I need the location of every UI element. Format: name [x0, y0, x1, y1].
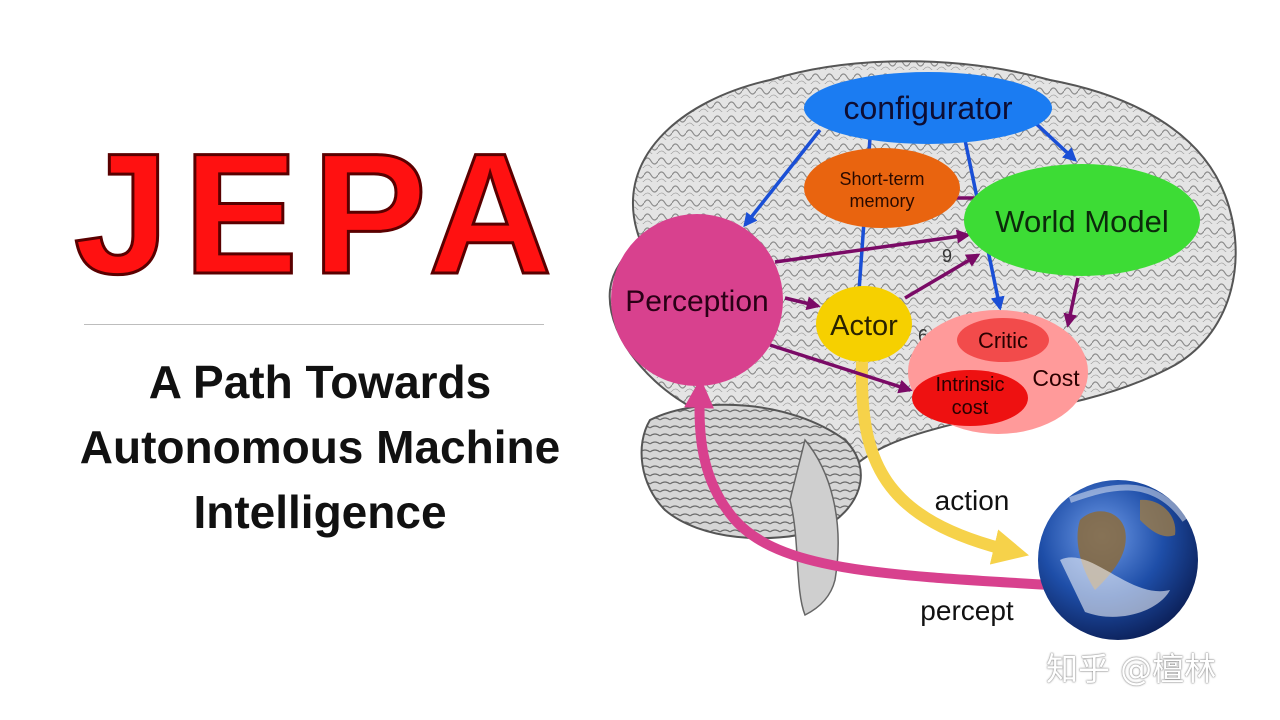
- short-term-memory-label-1: Short-term: [839, 169, 924, 189]
- intrinsic-cost-label-1: Intrinsic: [936, 374, 1005, 396]
- subtitle-line-3: Intelligence: [193, 486, 447, 538]
- title-divider: [84, 324, 544, 325]
- perception-label: Perception: [625, 285, 768, 318]
- short-term-memory-label-2: memory: [849, 191, 914, 211]
- brain-mark-9: 9: [942, 246, 952, 266]
- watermark: 知乎 @檀林: [1046, 650, 1217, 688]
- cost-label: Cost: [1032, 365, 1080, 391]
- intrinsic-cost-label-2: cost: [952, 397, 989, 419]
- actor-label: Actor: [830, 310, 898, 342]
- percept-label: percept: [920, 595, 1014, 626]
- world-model-label: World Model: [995, 204, 1168, 239]
- earth-globe-icon: [1038, 480, 1198, 640]
- percept-arrow: [684, 378, 1051, 590]
- subtitle-line-1: A Path Towards: [148, 356, 492, 408]
- jepa-title: JEPA: [72, 118, 567, 310]
- actor-node: Actor: [816, 286, 912, 362]
- cost-node: Critic Intrinsic cost Cost: [908, 310, 1088, 434]
- critic-label: Critic: [978, 328, 1028, 353]
- data-flow-arrows: [769, 191, 1080, 394]
- brain-mark-6: 6: [918, 326, 928, 346]
- subtitle: A Path Towards Autonomous Machine Intell…: [0, 350, 640, 545]
- title-panel: JEPA A Path Towards Autonomous Machine I…: [0, 118, 640, 545]
- configurator-node: configurator: [804, 72, 1052, 144]
- short-term-memory-node: Short-term memory: [804, 148, 960, 228]
- critic-node: [957, 318, 1049, 362]
- intrinsic-cost-node: [912, 370, 1028, 426]
- action-label: action: [935, 485, 1010, 516]
- subtitle-line-2: Autonomous Machine: [79, 421, 561, 473]
- world-model-node: World Model: [964, 164, 1200, 276]
- action-arrow: [855, 361, 1030, 565]
- configurator-label: configurator: [844, 90, 1013, 126]
- perception-node: Perception: [611, 214, 783, 386]
